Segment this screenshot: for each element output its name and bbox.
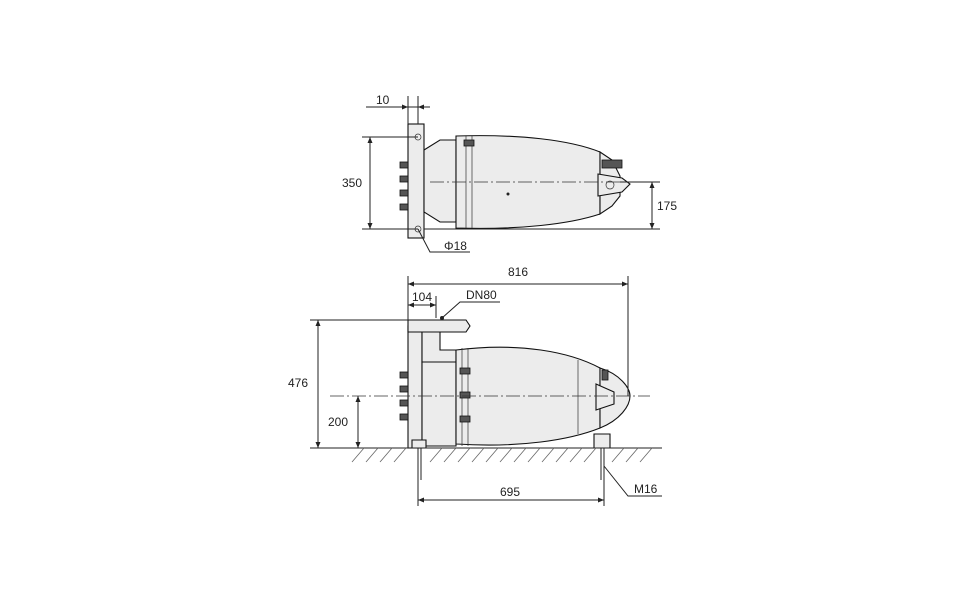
dim-816-label: 816: [508, 265, 528, 279]
top-cable-gland: [601, 159, 623, 169]
bolt-leader: [603, 465, 662, 497]
dim-175-label: 175: [657, 199, 677, 213]
side-view: 816 104 DN80 476 200 695 M16: [288, 265, 662, 506]
dim-200-label: 200: [328, 415, 348, 429]
hole-diameter-label: Φ18: [444, 239, 467, 253]
dim-350-label: 350: [342, 176, 362, 190]
side-mounting-plate: [407, 325, 423, 449]
top-mounting-plate: [407, 123, 425, 239]
dim-104-label: 104: [412, 290, 432, 304]
bolt-label: M16: [634, 482, 658, 496]
top-view: 10 350 175 Φ18: [342, 93, 677, 253]
ground-hatch: [351, 447, 653, 463]
hole-leader: [417, 228, 470, 253]
flange-label: DN80: [466, 288, 497, 302]
top-bolts: [399, 161, 409, 211]
dim-695-label: 695: [500, 485, 520, 499]
discharge-flange: [407, 319, 471, 333]
rear-foot: [593, 433, 611, 449]
discharge-elbow: [421, 331, 457, 363]
flange-leader: [441, 301, 500, 319]
side-bolts: [399, 371, 409, 421]
dim-476-label: 476: [288, 376, 308, 390]
side-bracket: [421, 361, 457, 447]
dim-10-label: 10: [376, 93, 390, 107]
side-guide-bracket: [595, 383, 615, 411]
top-lifting-eye: [463, 139, 475, 147]
top-bracket: [423, 139, 457, 223]
front-foot: [411, 439, 427, 449]
